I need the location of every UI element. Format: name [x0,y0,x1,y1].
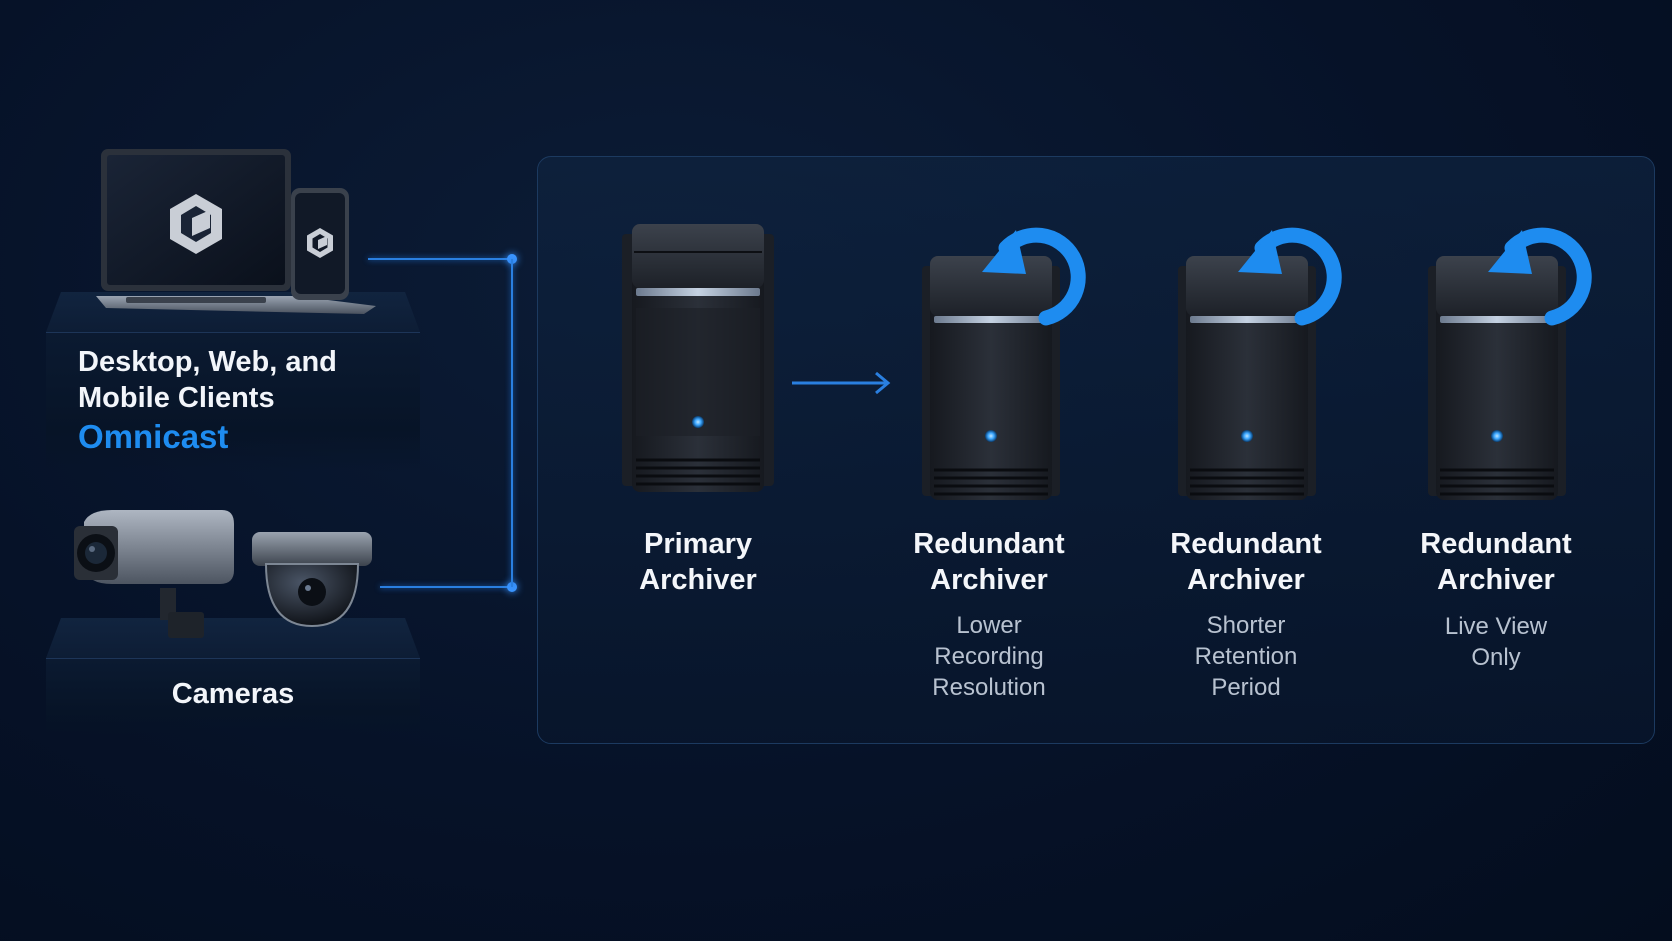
bullet-camera-icon [74,510,234,638]
refresh-arrow-icon [982,227,1086,326]
omnicast-logo-icon [307,228,333,258]
redundant-archiver-1-server-icon [922,227,1086,500]
cameras-pedestal [46,618,420,734]
refresh-arrow-icon [1238,227,1342,326]
cameras-connector-line [380,586,512,588]
arrow-right-icon [792,371,891,395]
redundant-archiver-3-server-icon [1428,227,1592,500]
clients-connector-line [368,258,512,260]
clients-title: Desktop, Web, and Mobile Clients [78,346,337,414]
cameras-connector-dot [507,582,517,592]
redundant-archiver-3-label: Redundant Archiver [1420,528,1572,596]
dome-camera-icon [252,532,372,628]
redundant-archiver-1-label: Redundant Archiver [913,528,1065,596]
refresh-arrow-icon [1488,227,1592,326]
primary-archiver-label: Primary Archiver [639,528,757,596]
primary-archiver-server-icon [622,224,774,492]
redundant-archiver-2-label: Redundant Archiver [1170,528,1322,596]
redundant-archiver-2-server-icon [1178,227,1342,500]
redundant-archiver-3-detail: Live View Only [1444,613,1548,671]
vertical-bus-line [511,259,513,587]
phone-icon [291,188,349,300]
omnicast-logo-icon [170,194,222,254]
laptop-icon [96,149,376,314]
redundant-archiver-2-detail: Shorter Retention Period [1194,612,1298,701]
redundant-archiver-1-detail: Lower Recording Resolution [932,612,1046,701]
cameras-title: Cameras [171,678,295,710]
brand-name: Omnicast [78,418,229,455]
